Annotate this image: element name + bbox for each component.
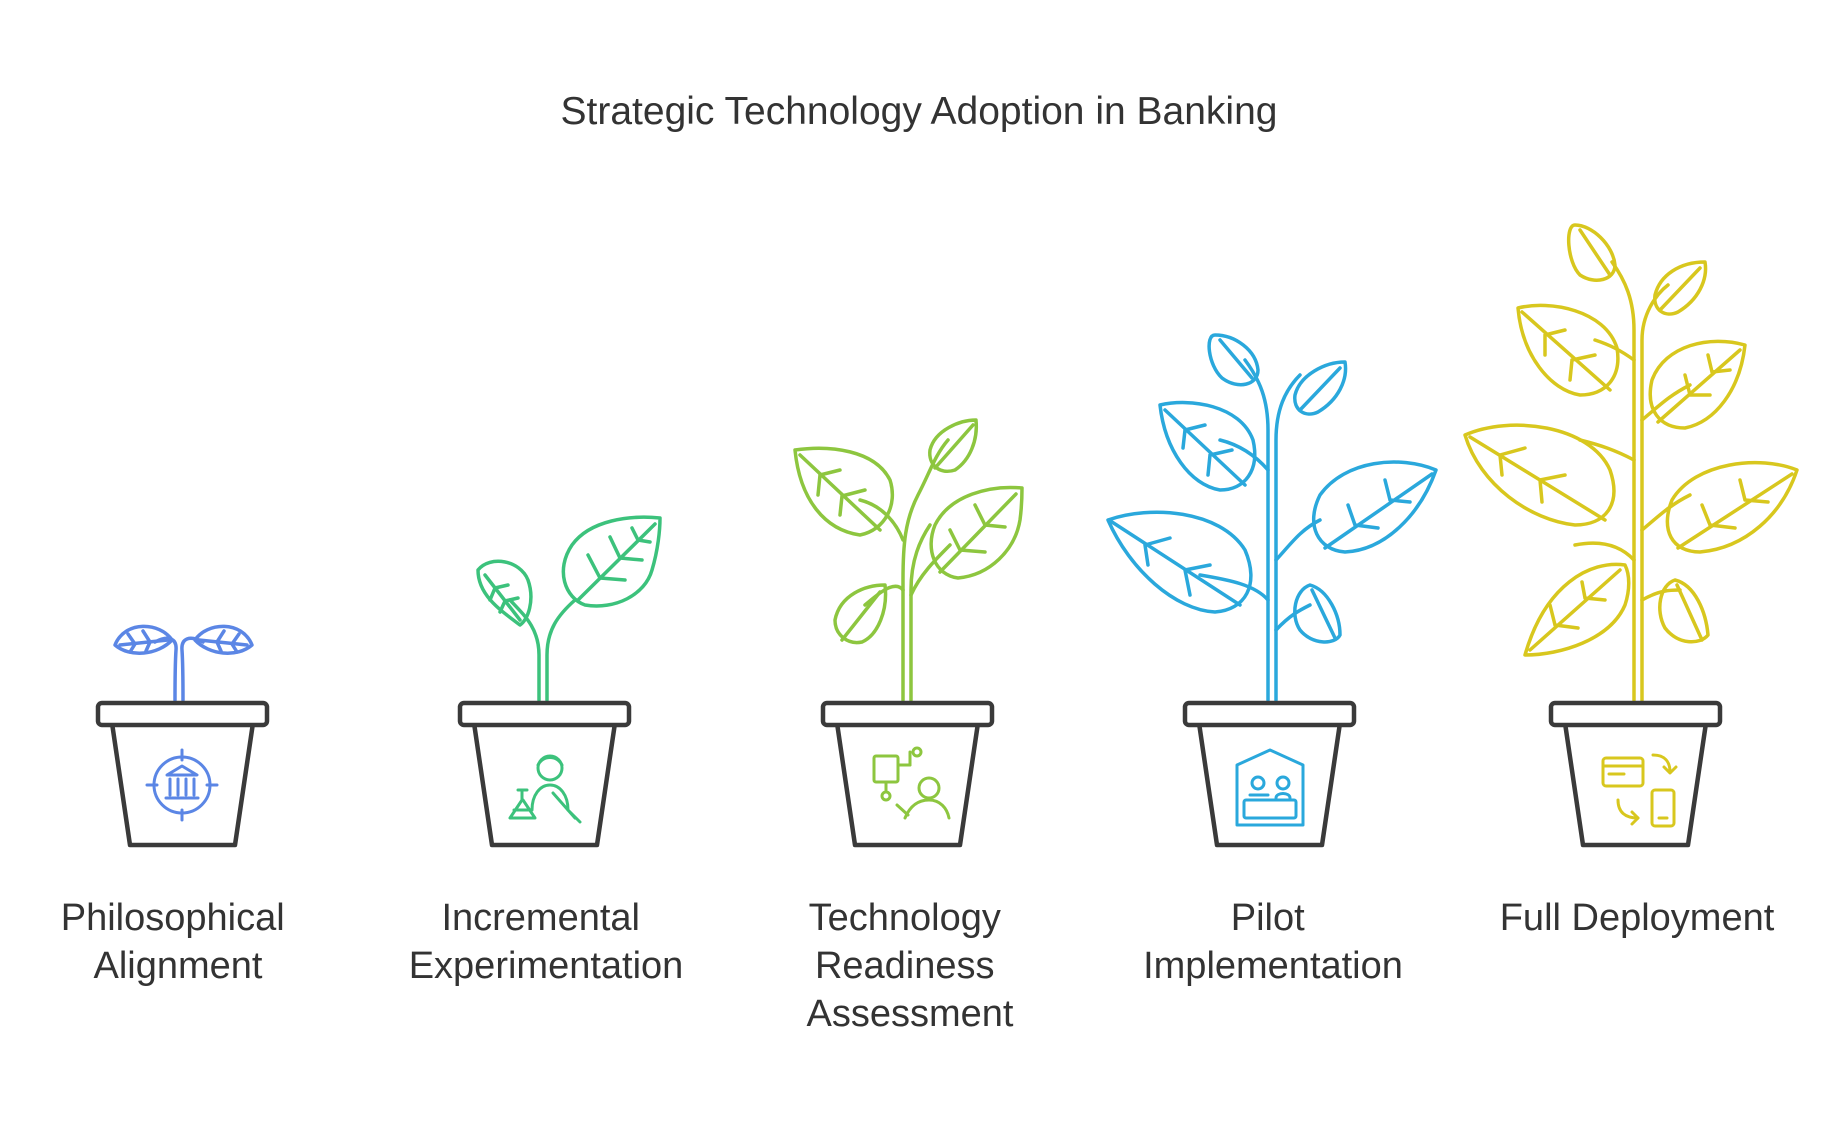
flower-pot [1182,700,1357,848]
stage-pilot-implementation: Pilot Implementation [1106,333,1438,987]
plant-mature [1463,223,1799,702]
plant-seedling [113,624,254,702]
flower-pot [457,700,632,848]
stage-label-line: Experimentation [409,945,684,987]
stage-label-line: Technology [809,897,1001,939]
stage-technology-readiness-assessment: Technology Readiness Assessment [793,418,1024,1035]
person-tech-assessment-icon [872,746,951,820]
bank-counter-pilot-icon [1235,748,1305,827]
stage-philosophical-alignment: Philosophical Alignment [61,624,295,987]
stage-label-line: Implementation [1143,945,1403,987]
stage-label-line: Readiness [815,945,995,987]
plant-young [793,418,1024,702]
stage-incremental-experimentation: Incremental Experimentation [409,515,684,987]
stage-label-line: Pilot [1231,897,1305,939]
stage-label: Full Deployment [1500,897,1775,939]
diagram-title: Strategic Technology Adoption in Banking [561,90,1278,133]
stage-label: Pilot Implementation [1143,897,1403,987]
scientist-flask-icon [508,754,582,824]
stage-label: Incremental Experimentation [409,897,684,987]
stage-label-line: Full Deployment [1500,897,1775,939]
stage-label-line: Philosophical [61,897,285,939]
card-to-mobile-sync-icon [1601,753,1678,828]
flower-pot [1548,700,1723,848]
plant-medium [1106,333,1438,702]
stage-label: Philosophical Alignment [61,897,295,987]
bank-target-icon [145,748,219,822]
stage-label: Technology Readiness Assessment [807,897,1014,1035]
stage-full-deployment: Full Deployment [1463,223,1799,939]
stage-label-line: Incremental [441,897,640,939]
stage-label-line: Assessment [807,993,1014,1035]
stage-label-line: Alignment [94,945,263,987]
flower-pot [820,700,995,848]
plant-sprout [476,515,662,702]
flower-pot [95,700,270,848]
